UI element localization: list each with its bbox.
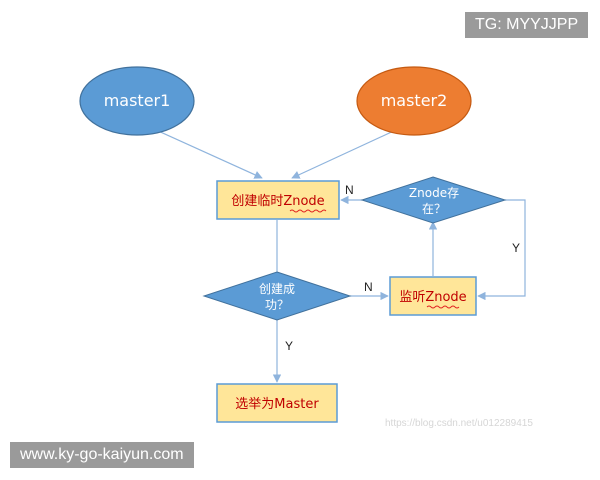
bottom-left-watermark: www.ky-go-kaiyun.com xyxy=(10,442,194,468)
create-temp-znode-box xyxy=(216,180,340,220)
edge-exists-yes-to-watch xyxy=(477,199,526,301)
create-success-label-line2: 功？ xyxy=(265,298,289,312)
spellcheck-squiggle xyxy=(426,305,460,309)
spellcheck-squiggle xyxy=(289,209,327,213)
elect-master-box xyxy=(216,383,338,423)
master1-node xyxy=(79,66,195,136)
znode-exists-decision xyxy=(360,176,507,224)
watch-znode-label: 监听Znode xyxy=(399,290,466,305)
edge-master2-to-create xyxy=(291,128,399,179)
elect-master-label: 选举为Master xyxy=(235,397,319,412)
top-right-watermark: TG: MYYJJPP xyxy=(465,12,589,38)
edge-master1-to-create xyxy=(144,124,263,179)
create-temp-znode-label: 创建临时Znode xyxy=(231,194,324,209)
watch-znode-box xyxy=(389,276,477,316)
source-url-watermark: https://blog.csdn.net/u012289415 xyxy=(385,418,533,429)
znode-exists-label-line2: 在？ xyxy=(422,202,446,216)
create-success-decision xyxy=(202,271,352,321)
znode-exists-label-line1: Znode存 xyxy=(409,186,459,200)
master2-node xyxy=(356,66,472,136)
create-success-label-line1: 创建成 xyxy=(259,282,295,296)
master2-label: master2 xyxy=(381,91,448,110)
edge-label-success-no: N xyxy=(364,280,373,294)
edge-label-exists-no: N xyxy=(345,183,354,197)
edge-label-success-yes: Y xyxy=(285,339,293,353)
edge-label-exists-yes: Y xyxy=(512,241,520,255)
master1-label: master1 xyxy=(104,91,171,110)
